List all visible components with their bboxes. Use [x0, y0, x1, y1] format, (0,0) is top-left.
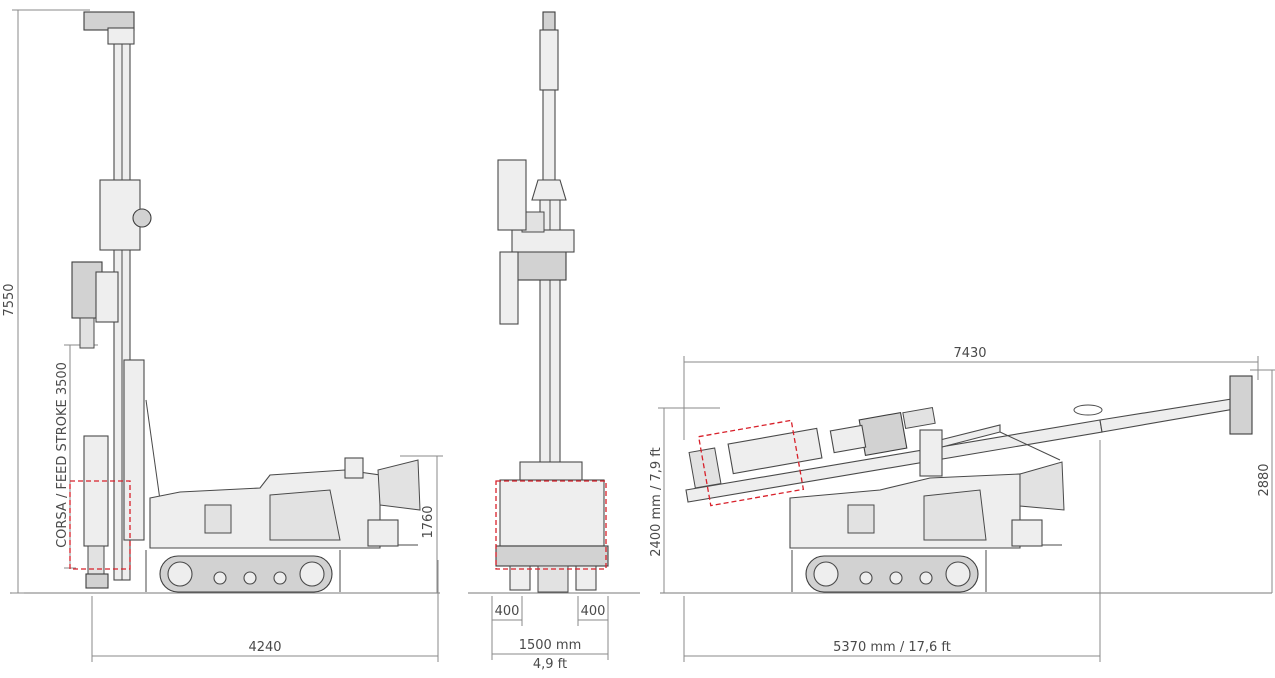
side-view-drill-head [71, 261, 119, 349]
front-view-highlight-box [495, 480, 607, 570]
transport-view-highlight-box [697, 419, 805, 507]
transport-view-track-length-label: 5370 mm / 17,6 ft [833, 640, 951, 655]
transport-view-height-label: 2400 mm / 7,9 ft [649, 447, 664, 556]
transport-view-body [789, 429, 1065, 549]
transport-view-overall-length-dimension: 7430 [683, 346, 1259, 440]
front-view-left-track-label: 400 [495, 604, 520, 619]
side-view: 7550 CORSA / FEED STROKE 3500 [2, 9, 443, 662]
front-view-track-dimensions: 400 400 [491, 596, 609, 626]
feed-stroke-label: CORSA / FEED STROKE 3500 [55, 362, 70, 548]
side-view-tracks [145, 550, 341, 593]
side-view-length-dimension: 4240 [91, 560, 439, 662]
feed-stroke-dimension: CORSA / FEED STROKE 3500 [55, 344, 98, 569]
side-view-length-label: 4240 [248, 640, 281, 655]
side-view-track-height-label: 1760 [421, 505, 436, 538]
front-view-width-mm-label: 1500 mm [519, 638, 582, 653]
side-view-clamp [83, 435, 109, 589]
side-view-highlight-box [69, 480, 131, 570]
side-view-mast [83, 11, 161, 581]
transport-view-mast [685, 375, 1253, 503]
front-view: 400 400 1500 mm 4,9 ft [468, 11, 640, 672]
transport-view-overall-length-label: 7430 [953, 346, 986, 361]
transport-view-mast-height-label: 2880 [1257, 463, 1272, 496]
front-view-width-dimension: 1500 mm 4,9 ft [491, 626, 609, 672]
transport-view-height-dimension: 2400 mm / 7,9 ft [649, 407, 720, 593]
front-view-drill-head [497, 159, 575, 325]
side-view-track-height-dimension: 1760 [400, 455, 443, 593]
front-view-right-track-label: 400 [581, 604, 606, 619]
side-view-body [149, 457, 421, 549]
transport-view-mast-height-dimension: 2880 [1250, 369, 1275, 593]
front-view-base [495, 461, 609, 593]
side-view-height-dimension: 7550 [2, 9, 90, 594]
transport-view-tracks [791, 550, 987, 593]
front-view-width-ft-label: 4,9 ft [533, 657, 567, 672]
transport-view: 7430 2400 mm / 7,9 ft 2880 [649, 346, 1275, 662]
side-view-height-label: 7550 [2, 283, 17, 316]
transport-view-track-length-dimension: 5370 mm / 17,6 ft [683, 440, 1101, 662]
transport-view-drill-head [688, 406, 936, 489]
